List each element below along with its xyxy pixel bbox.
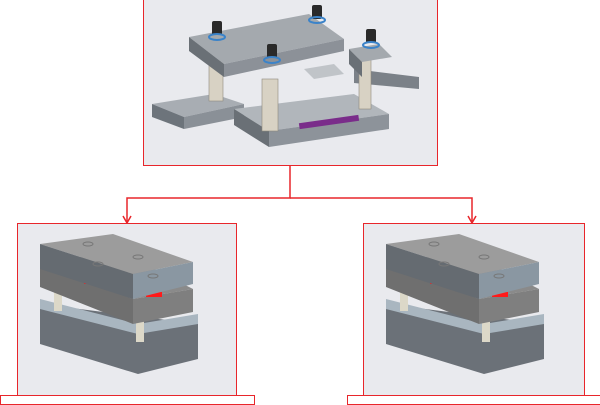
- connector-right: [290, 197, 473, 222]
- bottom-right-node: [347, 395, 600, 405]
- connector-left: [126, 165, 291, 222]
- die-assembly-exploded-image: [152, 5, 419, 147]
- right-node: [363, 223, 585, 401]
- die-set-image: [40, 234, 198, 374]
- left-node: [17, 223, 237, 401]
- top-node: [143, 0, 438, 166]
- bottom-left-node: [0, 395, 255, 405]
- die-set-image: [386, 234, 544, 374]
